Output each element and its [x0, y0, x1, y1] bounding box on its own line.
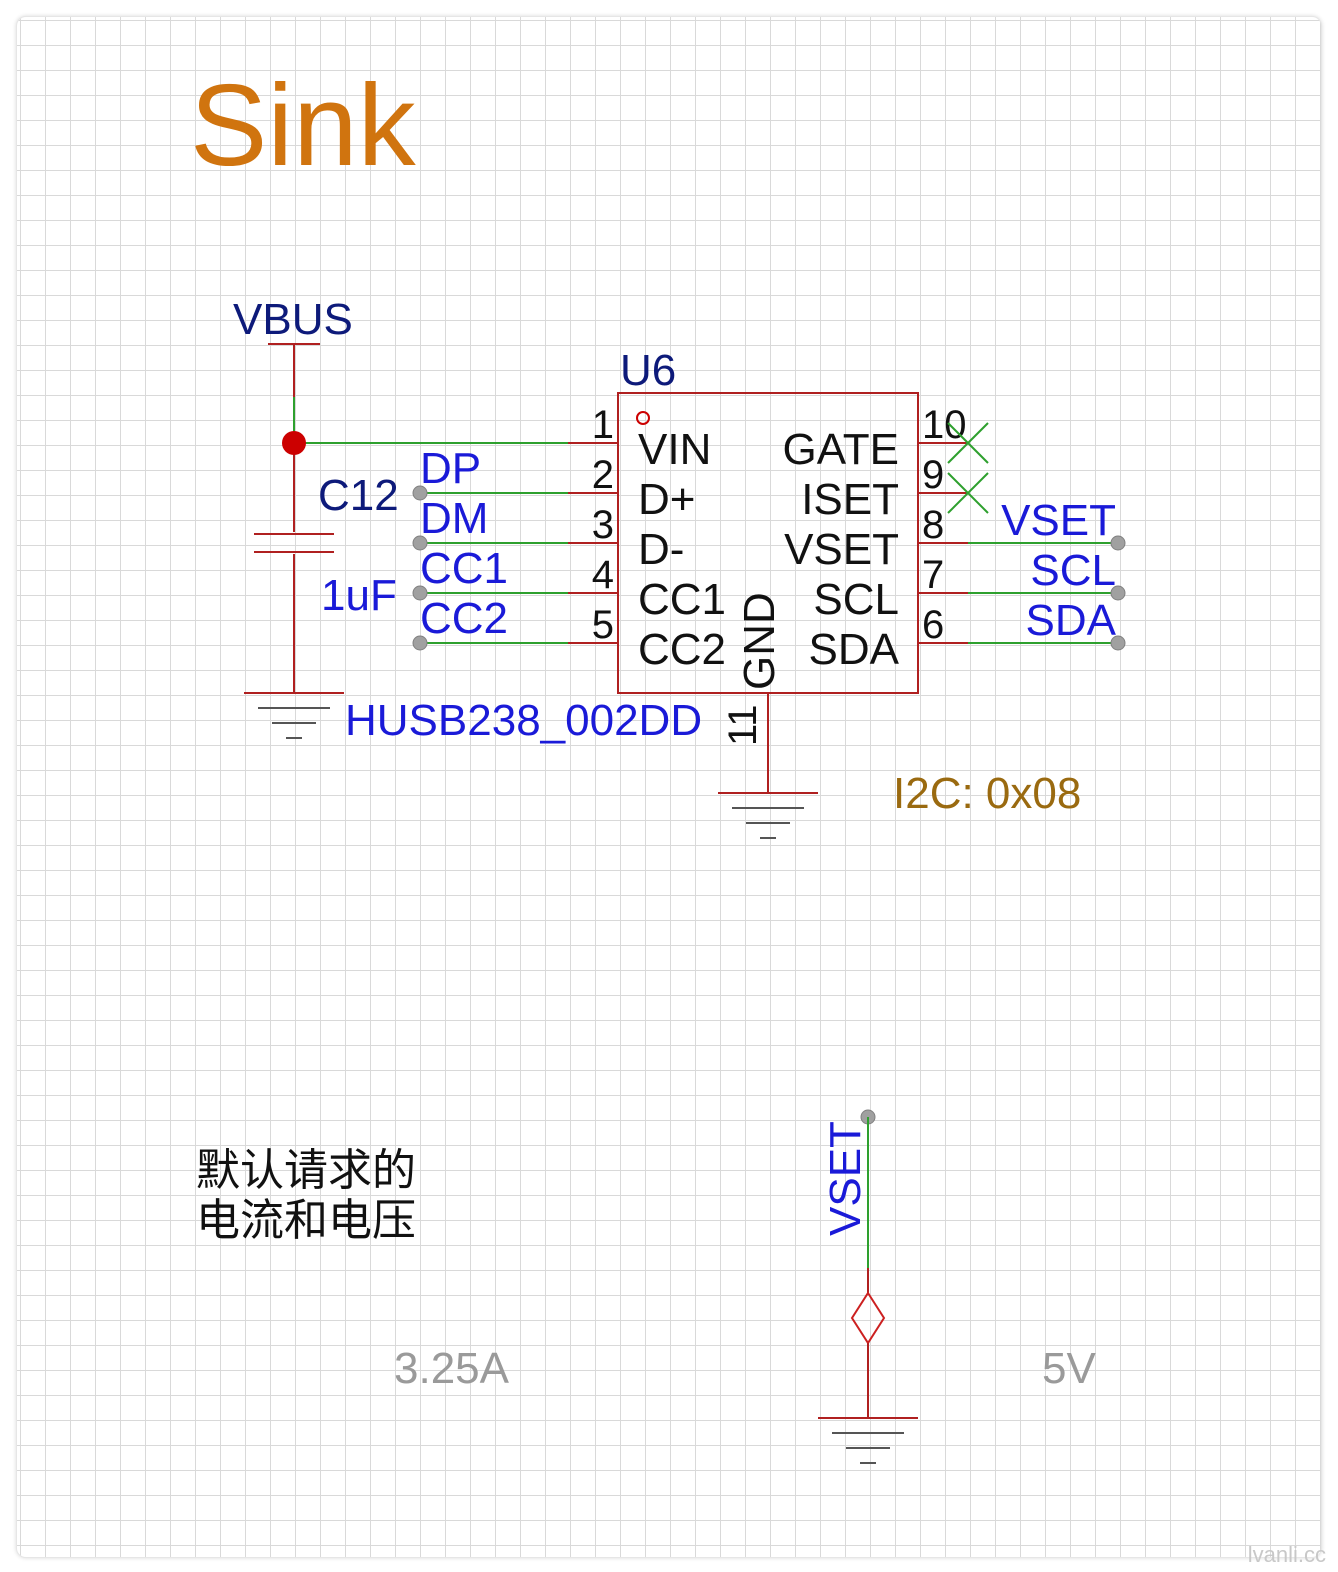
pin-number: 3 — [592, 503, 614, 547]
vbus-label: VBUS — [233, 295, 353, 344]
right-signal-wires — [968, 535, 1126, 651]
left-net-labels: DP DM CC1 CC2 — [420, 444, 508, 643]
pin-name: CC1 — [638, 575, 726, 624]
ic-part-number: HUSB238_002DD — [345, 696, 702, 745]
vbus-power-port: VBUS — [233, 295, 353, 443]
pin-name: GND — [735, 592, 784, 690]
net-label-cc1: CC1 — [420, 544, 508, 593]
pin-number: 1 — [592, 403, 614, 447]
junction-dot — [282, 431, 306, 455]
default-request-note: 默认请求的 电流和电压 — [196, 1146, 416, 1245]
pin-name: CC2 — [638, 625, 726, 674]
pin-number: 7 — [922, 553, 944, 597]
net-label-dm: DM — [420, 494, 488, 543]
net-endpoint — [412, 585, 428, 601]
capacitor-reference: C12 — [318, 471, 399, 520]
pin-number: 2 — [592, 453, 614, 497]
default-current-value: 3.25A — [394, 1344, 510, 1393]
pin-number: 9 — [922, 453, 944, 497]
ic-body — [617, 392, 919, 694]
net-label-vset: VSET — [1001, 496, 1116, 545]
pin-number: 10 — [922, 403, 967, 447]
pin-name: D+ — [638, 475, 695, 524]
capacitor-value: 1uF — [321, 571, 397, 620]
net-endpoint — [412, 635, 428, 651]
sheet-title: Sink — [190, 60, 417, 190]
note-line-1: 默认请求的 — [196, 1146, 416, 1195]
pin-name: ISET — [801, 475, 899, 524]
note-line-2: 电流和电压 — [196, 1196, 416, 1245]
net-label-sda: SDA — [1026, 596, 1117, 645]
net-label-scl: SCL — [1030, 546, 1116, 595]
pin-number: 8 — [922, 503, 944, 547]
net-label-dp: DP — [420, 444, 481, 493]
i2c-address-note: I2C: 0x08 — [893, 769, 1081, 818]
pin-name: VIN — [638, 425, 711, 474]
pin1-marker — [636, 411, 650, 425]
ground-symbol-left — [244, 692, 344, 739]
net-label-cc2: CC2 — [420, 594, 508, 643]
schematic-sheet — [16, 16, 1322, 1558]
net-endpoint — [1110, 585, 1126, 601]
strap-diamond — [850, 1291, 886, 1345]
pin-name: SDA — [809, 625, 900, 674]
net-endpoint — [412, 535, 428, 551]
net-endpoint — [1110, 535, 1126, 551]
right-net-labels: VSET SCL SDA — [1001, 496, 1117, 645]
pin-number: 11 — [721, 704, 765, 746]
pin-name: VSET — [784, 525, 899, 574]
ground-symbol-bottom — [818, 1417, 918, 1464]
no-connect-markers — [947, 422, 989, 514]
ic-reference: U6 — [620, 346, 676, 395]
pin-number: 4 — [592, 553, 614, 597]
pin-number: 5 — [592, 603, 614, 647]
vset-strap: VSET — [821, 1109, 886, 1418]
vin-net-wire — [282, 431, 568, 455]
pin-name: GATE — [782, 425, 899, 474]
left-signal-wires — [412, 485, 568, 651]
pin-name: D- — [638, 525, 684, 574]
ground-symbol-ic — [718, 743, 818, 839]
net-endpoint — [1110, 635, 1126, 651]
pin-name: SCL — [813, 575, 899, 624]
watermark: lvanli.cc — [1248, 1542, 1326, 1567]
pin-number: 6 — [922, 603, 944, 647]
net-label-vset-lower: VSET — [821, 1121, 870, 1236]
default-voltage-value: 5V — [1042, 1344, 1096, 1393]
capacitor-c12: C12 1uF — [254, 443, 399, 693]
net-endpoint — [412, 485, 428, 501]
ic-u6: U6 HUSB238_002DD 1 2 3 4 5 VIN D+ D- CC1… — [345, 346, 968, 746]
